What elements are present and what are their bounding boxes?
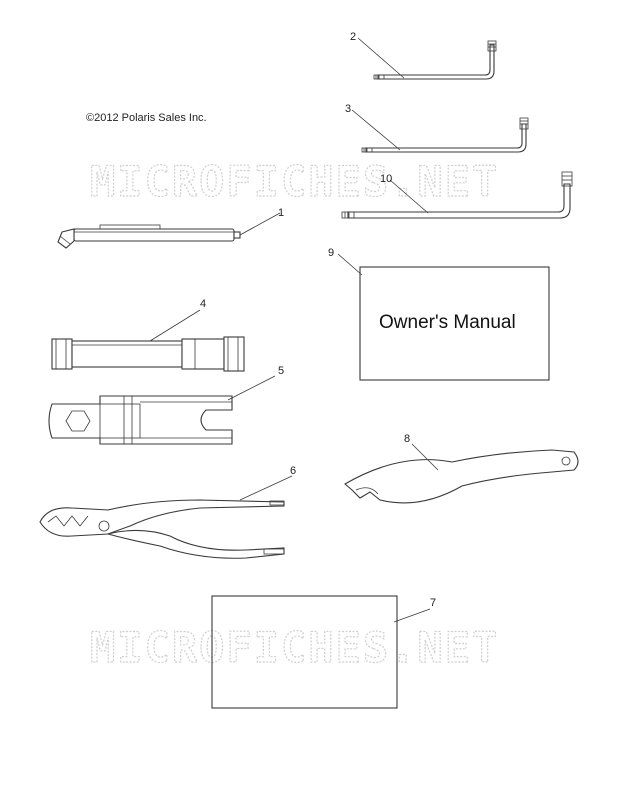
- watermark-top: MICROFICHES.NET: [90, 157, 499, 206]
- leader-9: [337, 253, 363, 276]
- leader-5: [227, 375, 276, 401]
- leader-10: [389, 179, 429, 214]
- hook-spanner-8: [344, 449, 579, 504]
- spanner-wrench-5: [48, 395, 233, 445]
- leader-6: [239, 475, 293, 501]
- leader-2: [357, 37, 405, 79]
- callout-5: 5: [278, 365, 284, 377]
- leader-8: [411, 443, 439, 471]
- callout-1: 1: [278, 207, 284, 219]
- watermark-bottom: MICROFICHES.NET: [90, 623, 499, 672]
- callout-6: 6: [290, 465, 296, 477]
- callout-4: 4: [200, 298, 206, 310]
- leader-7: [393, 608, 431, 623]
- leader-1: [239, 212, 281, 236]
- callout-2: 2: [350, 31, 356, 43]
- owners-manual-label: Owner's Manual: [379, 312, 516, 333]
- callout-10: 10: [380, 173, 392, 185]
- callout-7: 7: [430, 597, 436, 609]
- leader-4: [149, 309, 201, 342]
- leader-3: [351, 109, 401, 151]
- hex-key-10: [341, 171, 573, 219]
- owners-manual-9: [359, 266, 550, 381]
- hex-key-2: [373, 40, 497, 80]
- spark-plug-socket-4: [51, 336, 245, 372]
- document-7: [211, 595, 398, 709]
- callout-9: 9: [328, 247, 334, 259]
- callout-8: 8: [404, 433, 410, 445]
- pliers-6: [39, 499, 285, 559]
- callout-3: 3: [345, 103, 351, 115]
- hex-key-3: [361, 117, 529, 153]
- pressure-gauge-1: [57, 224, 241, 249]
- copyright-text: ©2012 Polaris Sales Inc.: [86, 112, 207, 124]
